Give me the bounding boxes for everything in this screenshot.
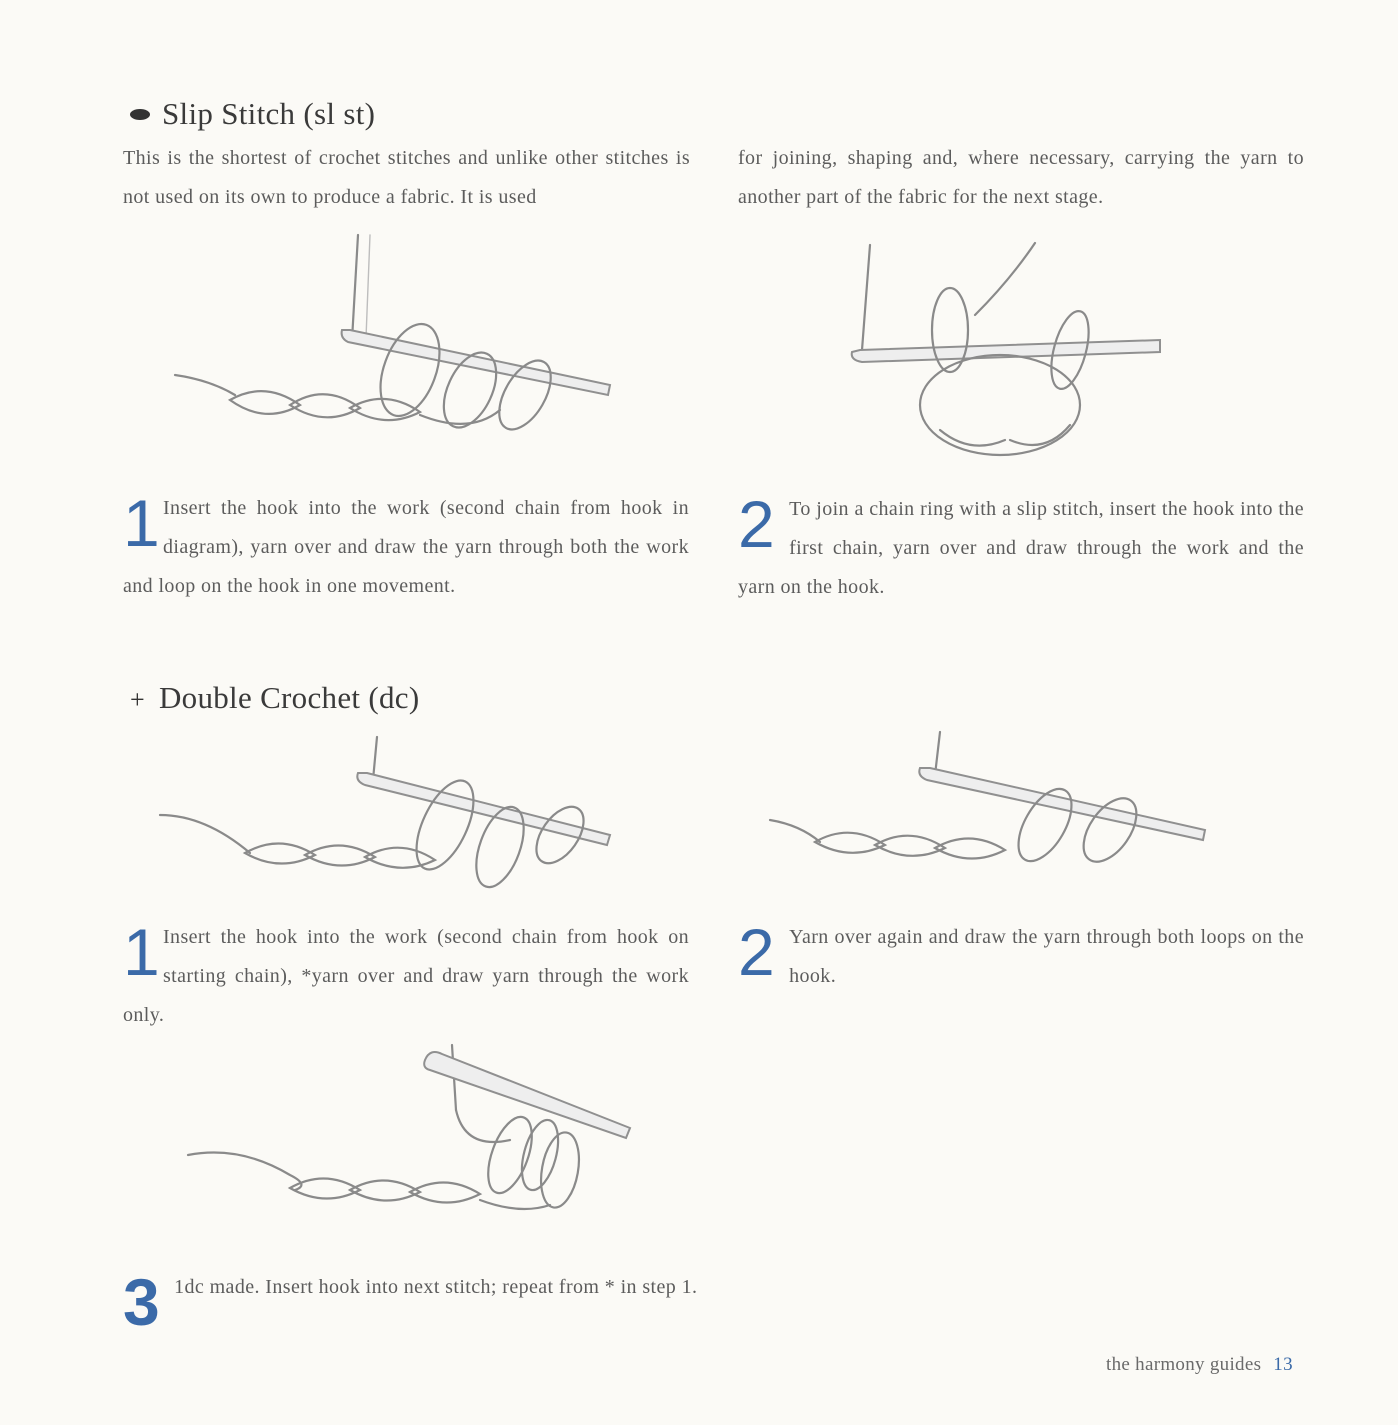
double-step-1: 1 Insert the hook into the work (second … xyxy=(123,918,689,1035)
step-text: Yarn over again and draw the yarn throug… xyxy=(789,926,1304,987)
crochet-hook-icon xyxy=(356,772,612,847)
double-crochet-step1-illustration xyxy=(158,735,612,889)
step-number: 2 xyxy=(738,487,776,561)
slip-step-2: 2 To join a chain ring with a slip stitc… xyxy=(738,490,1304,607)
double-step-2: 2 Yarn over again and draw the yarn thro… xyxy=(738,918,1304,996)
double-crochet-step2-illustration xyxy=(768,730,1207,863)
plus-symbol-icon: + xyxy=(130,685,145,714)
page-footer: the harmony guides 13 xyxy=(1106,1354,1293,1376)
intro-text-right: for joining, shaping and, where necessar… xyxy=(738,147,1304,208)
step-text: Insert the hook into the work (second ch… xyxy=(123,497,689,597)
step-number: 3 xyxy=(123,1265,161,1339)
bullet-dot-icon xyxy=(130,109,150,121)
slip-step-1: 1 Insert the hook into the work (second … xyxy=(123,489,689,606)
step-text: To join a chain ring with a slip stitch,… xyxy=(738,498,1304,598)
slip-stitch-step1-illustration xyxy=(173,233,612,431)
double-crochet-step3-illustration xyxy=(186,1043,632,1211)
crochet-hook-icon xyxy=(340,329,612,397)
intro-right-column: for joining, shaping and, where necessar… xyxy=(738,139,1304,217)
step-text: 1dc made. Insert hook into next stitch; … xyxy=(174,1276,698,1298)
step-number: 2 xyxy=(738,915,776,989)
yarn-strand-icon xyxy=(371,735,379,782)
footer-label: the harmony guides xyxy=(1106,1354,1262,1375)
double-step-3: 3 1dc made. Insert hook into next stitch… xyxy=(123,1265,699,1339)
section-heading-slip-stitch: Slip Stitch (sl st) xyxy=(130,96,375,132)
step-text: Insert the hook into the work (second ch… xyxy=(123,926,689,1026)
crochet-hook-icon xyxy=(423,1051,632,1140)
page-number: 13 xyxy=(1273,1354,1293,1375)
section-heading-double-crochet: +Double Crochet (dc) xyxy=(130,680,420,715)
slip-stitch-step2-illustration xyxy=(850,241,1161,457)
intro-text-left: This is the shortest of crochet stitches… xyxy=(123,147,690,208)
yarn-strand-icon xyxy=(933,730,942,777)
step-number: 1 xyxy=(123,915,161,989)
intro-left-column: This is the shortest of crochet stitches… xyxy=(123,139,690,217)
yarn-strand-icon xyxy=(350,233,360,342)
crochet-hook-icon xyxy=(850,338,1161,364)
step-number: 1 xyxy=(123,486,161,560)
crochet-hook-icon xyxy=(918,767,1207,842)
yarn-strand-icon xyxy=(860,243,872,352)
